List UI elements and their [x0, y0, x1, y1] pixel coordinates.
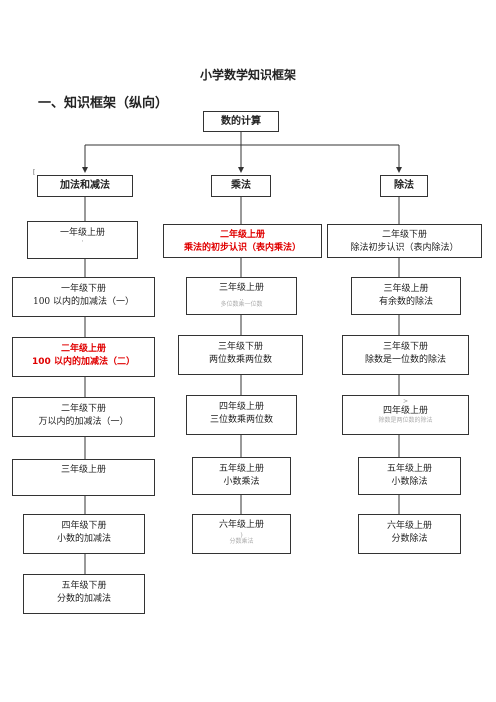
div-item-5: 五年级上册 小数除法: [358, 457, 461, 495]
div-item-2: 三年级上册 有余数的除法: [351, 277, 461, 315]
item-grade: 六年级上册: [218, 520, 264, 530]
item-topic: 小数的加减法: [56, 534, 111, 544]
item-cut-topic: 分数乘法: [229, 538, 254, 545]
item-topic: 除法初步认识（表内除法）: [350, 243, 459, 253]
item-cut-topic: 除数是两位数的除法: [378, 417, 433, 424]
div-item-4: > 四年级上册 除数是两位数的除法: [342, 395, 469, 435]
item-topic: 万以内的加减法（一）: [38, 417, 129, 427]
item-grade: 一年级下册: [60, 284, 106, 294]
item-grade: 三年级下册: [382, 342, 428, 352]
addsub-item-5: 三年级上册: [12, 459, 155, 496]
header-label: 乘法: [231, 180, 251, 191]
item-faint-mark: >: [402, 398, 409, 405]
mult-item-4: 四年级上册 三位数乘两位数: [186, 395, 297, 435]
item-topic: 100 以内的加减法（二）: [32, 357, 135, 367]
div-item-6: 六年级上册 分数除法: [358, 514, 461, 554]
section-heading: 一、知识框架（纵向）: [38, 96, 169, 111]
mult-item-5: 五年级上册 小数乘法: [192, 457, 291, 495]
item-grade: 四年级上册: [218, 402, 264, 412]
item-grade: 三年级上册: [383, 284, 429, 294]
item-grade: 一年级上册: [59, 228, 105, 238]
root-label: 数的计算: [221, 116, 261, 127]
header-label: 加法和减法: [60, 180, 110, 191]
header-division: 除法: [380, 175, 428, 197]
addsub-item-4: 二年级下册 万以内的加减法（一）: [12, 397, 155, 437]
item-faint-mark: ): [240, 532, 243, 539]
item-topic: 分数的加减法: [56, 594, 111, 604]
item-grade: 六年级上册: [386, 521, 432, 531]
item-topic: 小数除法: [391, 477, 428, 487]
item-topic: 分数除法: [391, 534, 428, 544]
addsub-item-6: 四年级下册 小数的加减法: [23, 514, 145, 554]
item-grade: 二年级下册: [381, 230, 427, 240]
item-grade: 二年级上册: [60, 344, 106, 354]
item-grade: 三年级下册: [217, 342, 263, 352]
item-cut-topic: 多位数乘一位数: [220, 301, 263, 308]
mult-item-2: 三年级上册 .. 多位数乘一位数: [186, 277, 297, 315]
item-grade: 二年级上册: [219, 230, 265, 240]
header-addition-subtraction: 加法和减法: [37, 175, 133, 197]
addsub-item-2: 一年级下册 100 以内的加减法（一）: [12, 277, 155, 317]
item-grade: 二年级下册: [60, 404, 106, 414]
div-item-1: 二年级下册 除法初步认识（表内除法）: [327, 224, 482, 258]
item-topic: 三位数乘两位数: [209, 415, 273, 425]
item-faint-mark: ..: [239, 295, 244, 302]
item-grade: 五年级上册: [218, 464, 264, 474]
div-item-3: 三年级下册 除数是一位数的除法: [342, 335, 469, 375]
item-grade: 四年级上册: [382, 406, 428, 416]
item-grade: 五年级下册: [61, 581, 107, 591]
header-label: 除法: [394, 180, 414, 191]
item-grade: 三年级上册: [218, 283, 264, 293]
corner-mark: [: [33, 169, 36, 176]
addsub-item-7: 五年级下册 分数的加减法: [23, 574, 145, 614]
addsub-item-1: 一年级上册 ': [27, 221, 138, 259]
item-topic: 两位数乘两位数: [208, 355, 272, 365]
item-topic: 有余数的除法: [378, 297, 433, 307]
root-box: 数的计算: [203, 111, 279, 132]
page-title: 小学数学知识框架: [199, 68, 296, 82]
mult-item-6: 六年级上册 ) 分数乘法: [192, 514, 291, 554]
mult-item-1: 二年级上册 乘法的初步认识（表内乘法）: [163, 224, 322, 258]
item-topic: 乘法的初步认识（表内乘法）: [183, 243, 301, 253]
item-topic: 100 以内的加减法（一）: [32, 297, 135, 307]
item-faint-mark: ': [81, 240, 84, 247]
mult-item-3: 三年级下册 两位数乘两位数: [178, 335, 303, 375]
header-multiplication: 乘法: [211, 175, 271, 197]
item-topic: 除数是一位数的除法: [364, 355, 446, 365]
item-grade: 五年级上册: [386, 464, 432, 474]
item-topic: 小数乘法: [223, 477, 260, 487]
item-grade: 四年级下册: [61, 521, 107, 531]
addsub-item-3: 二年级上册 100 以内的加减法（二）: [12, 337, 155, 377]
item-grade: 三年级上册: [60, 465, 106, 475]
